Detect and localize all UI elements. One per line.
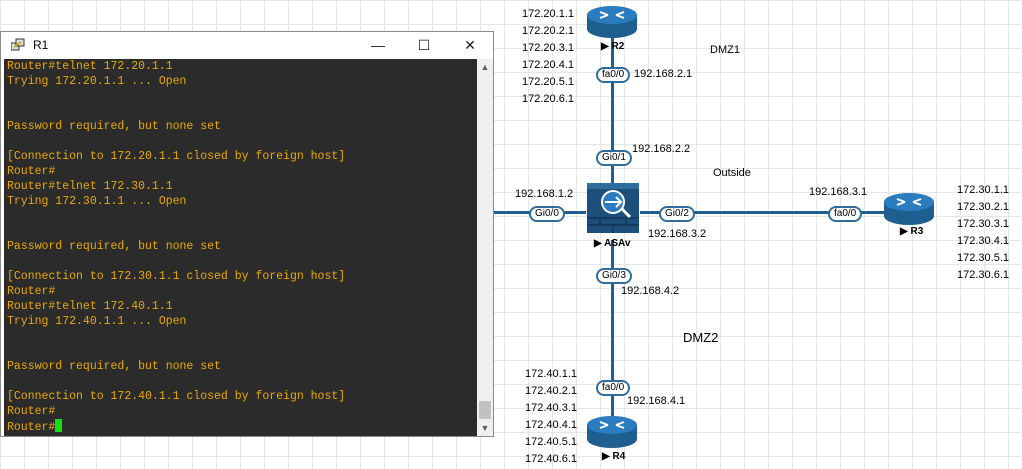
terminal-window-r1[interactable]: R1 — ☐ ✕ Router#telnet 172.20.1.1 Trying… [0, 31, 494, 437]
loopback-address: 172.30.6.1 [957, 269, 1009, 281]
device-name: R2 [611, 41, 625, 52]
minimize-button[interactable]: — [371, 37, 385, 53]
zone-label-dmz2: DMZ2 [683, 330, 719, 345]
ip-r2-fa0-0: 192.168.2.1 [634, 68, 693, 80]
window-titlebar[interactable]: R1 — ☐ ✕ [1, 32, 493, 58]
loopback-address: 172.20.5.1 [522, 76, 574, 88]
terminal-prompt-line[interactable]: Router# [4, 419, 477, 434]
terminal-output[interactable]: Router#telnet 172.20.1.1 Trying 172.20.1… [4, 59, 477, 436]
device-label-r4: ▶ R4 [602, 451, 626, 462]
zone-label-dmz1: DMZ1 [710, 44, 740, 56]
port-asa-gi0-1: Gi0/1 [596, 150, 632, 166]
scroll-down-arrow-icon[interactable]: ▼ [480, 423, 490, 433]
terminal-line: Router#telnet 172.40.1.1 [7, 300, 173, 313]
loopback-address: 172.30.1.1 [957, 184, 1009, 196]
ip-asa-gi0-3: 192.168.4.2 [621, 285, 680, 297]
port-r4-fa0-0: fa0/0 [596, 380, 631, 396]
close-button[interactable]: ✕ [464, 37, 476, 53]
device-label-r3: ▶ R3 [900, 226, 924, 237]
port-r3-fa0-0: fa0/0 [828, 206, 863, 222]
terminal-line [4, 374, 477, 389]
port-asa-gi0-0: Gi0/0 [529, 206, 565, 222]
r2-loopback-list: 172.20.1.1 172.20.2.1 172.20.3.1 172.20.… [522, 6, 574, 108]
ip-asa-gi0-0: 192.168.1.2 [515, 188, 574, 200]
scrollbar-thumb[interactable] [479, 401, 491, 419]
terminal-line: Trying 172.30.1.1 ... Open [7, 195, 187, 208]
terminal-scrollbar[interactable]: ▲ ▼ [477, 59, 493, 436]
terminal-cursor [55, 419, 63, 432]
link-r2-asa [611, 36, 614, 186]
firewall-asav-icon[interactable] [586, 180, 640, 236]
terminal-line [4, 104, 477, 119]
terminal-line: Password required, but none set [7, 240, 221, 253]
maximize-button[interactable]: ☐ [417, 37, 431, 53]
loopback-address: 172.40.5.1 [525, 436, 577, 448]
ip-asa-gi0-1: 192.168.2.2 [632, 143, 691, 155]
loopback-address: 172.40.2.1 [525, 385, 577, 397]
device-label-r2: ▶ R2 [601, 41, 625, 52]
terminal-line [4, 209, 477, 224]
loopback-address: 172.20.2.1 [522, 25, 574, 37]
loopback-address: 172.30.3.1 [957, 218, 1009, 230]
terminal-line: [Connection to 172.40.1.1 closed by fore… [7, 390, 346, 403]
device-name: R4 [612, 451, 626, 462]
link-asa-r4 [611, 240, 614, 420]
loopback-address: 172.20.3.1 [522, 42, 574, 54]
terminal-line: Password required, but none set [7, 360, 221, 373]
port-asa-gi0-2: Gi0/2 [659, 206, 695, 222]
loopback-address: 172.40.4.1 [525, 419, 577, 431]
loopback-address: 172.40.6.1 [525, 453, 577, 465]
ip-r3-fa0-0: 192.168.3.1 [809, 186, 868, 198]
terminal-line: [Connection to 172.30.1.1 closed by fore… [7, 270, 346, 283]
device-name: ASAv [604, 238, 631, 249]
loopback-address: 172.20.1.1 [522, 8, 574, 20]
device-label-asav: ▶ ASAv [594, 238, 631, 249]
terminal-line: Router# [7, 285, 56, 298]
loopback-address: 172.30.4.1 [957, 235, 1009, 247]
putty-icon [11, 38, 25, 51]
loopback-address: 172.30.5.1 [957, 252, 1009, 264]
terminal-line: Router#telnet 172.20.1.1 [7, 60, 173, 73]
loopback-address: 172.20.4.1 [522, 59, 574, 71]
link-asa-r3 [640, 211, 890, 214]
loopback-address: 172.20.6.1 [522, 93, 574, 105]
port-asa-gi0-3: Gi0/3 [596, 268, 632, 284]
terminal-line [4, 254, 477, 269]
terminal-prompt: Router# [7, 421, 56, 434]
ip-asa-gi0-2: 192.168.3.2 [648, 228, 707, 240]
terminal-line [4, 134, 477, 149]
router-r4-icon[interactable] [586, 413, 638, 449]
port-r2-fa0-0: fa0/0 [596, 67, 631, 83]
terminal-line: Router#telnet 172.30.1.1 [7, 180, 173, 193]
terminal-line [4, 89, 477, 104]
loopback-address: 172.30.2.1 [957, 201, 1009, 213]
device-name: R3 [910, 226, 924, 237]
window-title: R1 [33, 38, 49, 52]
terminal-line: [Connection to 172.20.1.1 closed by fore… [7, 150, 346, 163]
terminal-line [4, 344, 477, 359]
scroll-up-arrow-icon[interactable]: ▲ [480, 62, 490, 72]
r4-loopback-list: 172.40.1.1 172.40.2.1 172.40.3.1 172.40.… [525, 366, 577, 468]
terminal-line: Password required, but none set [7, 120, 221, 133]
router-r3-icon[interactable] [882, 190, 936, 226]
terminal-line [4, 329, 477, 344]
r3-loopback-list: 172.30.1.1 172.30.2.1 172.30.3.1 172.30.… [957, 182, 1009, 284]
terminal-line: Trying 172.20.1.1 ... Open [7, 75, 187, 88]
loopback-address: 172.40.1.1 [525, 368, 577, 380]
terminal-line: Router# [7, 165, 56, 178]
zone-label-outside: Outside [713, 167, 751, 179]
ip-r4-fa0-0: 192.168.4.1 [627, 395, 686, 407]
router-r2-icon[interactable] [586, 3, 638, 39]
terminal-line: Router# [7, 405, 56, 418]
loopback-address: 172.40.3.1 [525, 402, 577, 414]
terminal-line: Trying 172.40.1.1 ... Open [7, 315, 187, 328]
terminal-line [4, 224, 477, 239]
